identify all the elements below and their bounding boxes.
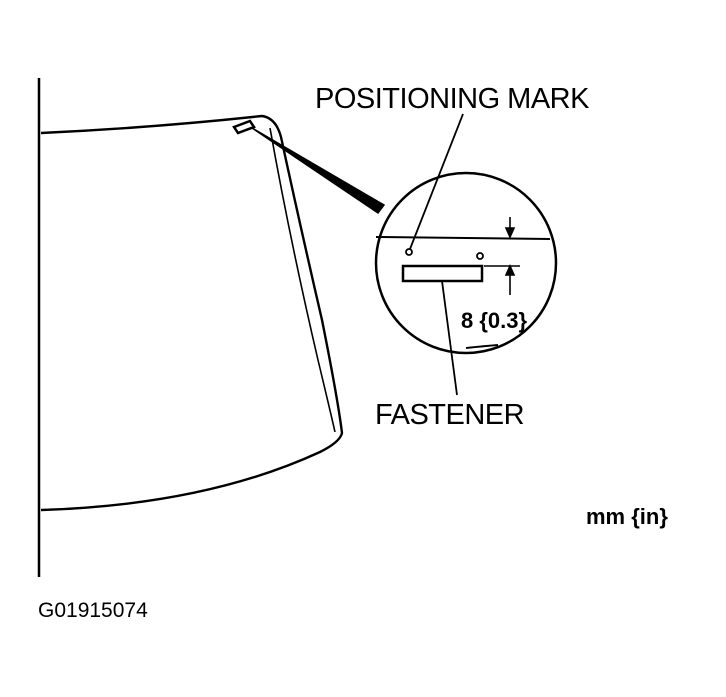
detail-circle [374, 171, 558, 355]
fastener-leader [441, 280, 458, 396]
dimension-arrows [504, 217, 516, 295]
dimension-label: 8 {0.3} [461, 308, 527, 333]
figure-id-label: G01915074 [38, 599, 148, 622]
fastener-rectangle [401, 264, 484, 283]
positioning-mark-label: POSITIONING MARK [315, 83, 590, 115]
fastener-icon [232, 119, 256, 135]
detail-glass-edge-line [375, 236, 551, 240]
positioning-mark-dot [476, 252, 484, 260]
windshield-outline [40, 114, 344, 512]
units-label: mm {in} [586, 504, 668, 529]
detail-leader-wedge [251, 127, 386, 215]
positioning-mark-dot [405, 248, 413, 256]
detail-circle-tail [465, 344, 499, 349]
positioning-mark-leader [409, 113, 464, 250]
fastener-label: FASTENER [375, 399, 524, 431]
windshield-inner-edge [269, 127, 336, 433]
